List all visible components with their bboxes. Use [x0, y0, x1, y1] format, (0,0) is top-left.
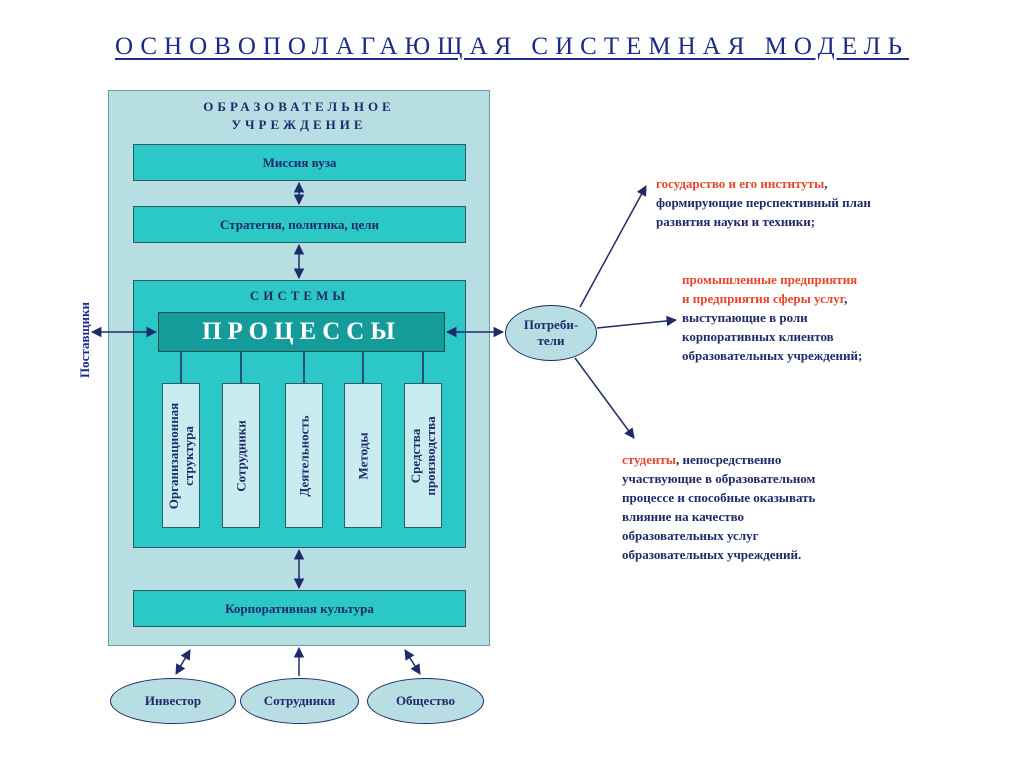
- consumers-ellipse: Потреби-тели: [505, 305, 597, 361]
- arrow-consumers-state: [579, 185, 647, 308]
- culture-box: Корпоративная культура: [133, 590, 466, 627]
- strategy-label: Стратегия, политика, цели: [219, 216, 380, 232]
- note-state: государство и его институты, формирующие…: [656, 176, 871, 229]
- processes-label: ПРОЦЕССЫ: [202, 318, 401, 345]
- investor-ellipse: Инвестор: [110, 678, 236, 724]
- strategy-box: Стратегия, политика, цели: [133, 206, 466, 243]
- society-ellipse: Общество: [367, 678, 484, 724]
- institution-title-line2: УЧРЕЖДЕНИЕ: [231, 117, 367, 132]
- staff-ellipse: Сотрудники: [240, 678, 359, 724]
- systems-title: СИСТЕМЫ: [249, 288, 350, 303]
- system-column-activity: Деятельность: [285, 383, 323, 528]
- arrow-consumers-industry: [596, 315, 678, 329]
- culture-label: Корпоративная культура: [225, 600, 374, 616]
- note-industry: промышленные предприятия и предприятия с…: [682, 272, 863, 363]
- mission-box: Миссия вуза: [133, 144, 466, 181]
- institution-title: ОБРАЗОВАТЕЛЬНОЕ УЧРЕЖДЕНИЕ: [108, 98, 490, 134]
- arrow-consumers-students: [574, 357, 635, 439]
- system-column-methods: Методы: [344, 383, 382, 528]
- arrow-society: [404, 649, 421, 675]
- processes-box: ПРОЦЕССЫ: [158, 312, 445, 352]
- page-title: ОСНОВОПОЛАГАЮЩАЯ СИСТЕМНАЯ МОДЕЛЬ: [115, 33, 909, 60]
- arrow-investor: [175, 649, 191, 675]
- note-students: студенты, непосредственно участвующие в …: [622, 452, 816, 562]
- mission-label: Миссия вуза: [262, 154, 337, 170]
- institution-title-line1: ОБРАЗОВАТЕЛЬНОЕ: [203, 99, 395, 114]
- system-column-staff: Сотрудники: [222, 383, 260, 528]
